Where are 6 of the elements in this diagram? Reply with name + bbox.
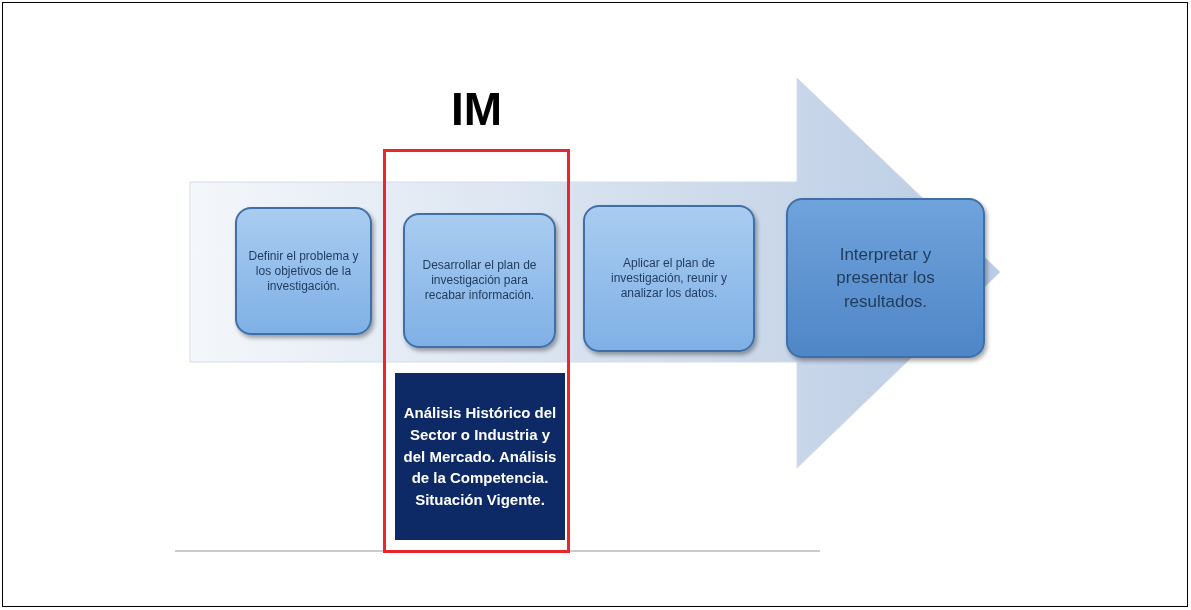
step-box: Interpretar y presentar los resultados. <box>786 198 985 358</box>
step-box: Aplicar el plan de investigación, reunir y analizar los datos. <box>583 205 755 352</box>
note-box: Análisis Histórico del Sector o Industria y del Mercado. Análisis de la Competencia. Situación Vigente. <box>395 373 565 540</box>
frame-heading: IM <box>450 86 503 132</box>
step-box: Definir el problema y los objetivos de la investigación. <box>235 207 372 335</box>
step-box: Desarrollar el plan de investigación para recabar información. <box>403 213 556 348</box>
